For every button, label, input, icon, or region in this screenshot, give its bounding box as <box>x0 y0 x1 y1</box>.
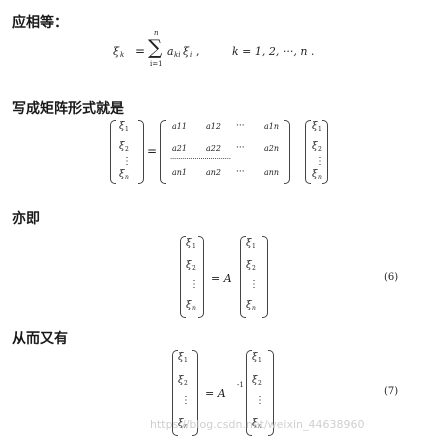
eq7-l-xi2-sub: 2 <box>184 380 188 387</box>
heading-yiji: 亦即 <box>12 211 40 227</box>
matrix-a11: a11 <box>172 122 187 131</box>
eq7-r-xin: ξ <box>252 418 258 429</box>
eq7-right-vector-lb <box>246 350 252 436</box>
matrix-r2-cdots: ··· <box>236 143 245 153</box>
eq6-l-xi1: ξ <box>186 238 192 249</box>
eq7-l-xi2: ξ <box>178 375 184 386</box>
eq7-r-xi2-sub: 2 <box>258 380 262 387</box>
vec2-xi2: ξ <box>312 141 318 152</box>
eq6-l-vdots: ⋮ <box>189 279 199 290</box>
sum-lower: i=1 <box>150 60 163 68</box>
eq6-r-xi1-sub: 1 <box>252 243 256 250</box>
eq6-l-xin: ξ <box>186 300 192 311</box>
eq6-right-vector-lb <box>240 236 246 318</box>
vec-xin: ξ <box>119 169 125 180</box>
eq7-right-vector-rb <box>268 350 274 436</box>
sum-sign: ∑ <box>148 35 163 59</box>
vec2-xi1: ξ <box>312 121 318 132</box>
eq7-op-sup: -1 <box>237 381 244 389</box>
formula1-condition: k = 1, 2, ···, n . <box>232 45 315 58</box>
matrix-dot-row: ······························ <box>170 155 231 163</box>
eq6-r-xin-sub: n <box>252 305 256 312</box>
matrix-ann: ann <box>264 168 280 177</box>
matrix-right-bracket <box>284 120 290 184</box>
eq6-l-xi2: ξ <box>186 260 192 271</box>
eq7-left-vector-rb <box>192 350 198 436</box>
eq7-l-xin: ξ <box>178 418 184 429</box>
matrix-a21: a21 <box>172 144 187 153</box>
vec-xi1: ξ <box>119 121 125 132</box>
eq6-r-vdots: ⋮ <box>249 279 259 290</box>
eq7-l-vdots: ⋮ <box>181 395 191 406</box>
eq6-r-xin: ξ <box>246 300 252 311</box>
matrix-a12: a12 <box>206 122 221 131</box>
vec-xin-sub: n <box>125 174 129 181</box>
vec-xi2-sub: 2 <box>125 146 129 153</box>
vec2-vdots: ⋮ <box>315 156 325 167</box>
eq6-r-xi1: ξ <box>246 238 252 249</box>
eq6-r-xi2-sub: 2 <box>252 265 256 272</box>
formula1-term2: ξ <box>183 45 190 58</box>
eq7-l-xin-sub: n <box>184 423 188 430</box>
eq7-r-vdots: ⋮ <box>255 395 265 406</box>
vec2-xi2-sub: 2 <box>318 146 322 153</box>
watermark: https://blog.csdn.net/weixin_44638960 <box>150 418 365 431</box>
heading-congeryouyou: 从而又有 <box>12 331 68 347</box>
sum-upper: n <box>154 29 159 37</box>
eq7-left-vector-lb <box>172 350 178 436</box>
vec-xi1-sub: 1 <box>125 126 129 133</box>
eq6-l-xi1-sub: 1 <box>192 243 196 250</box>
vec-vdots: ⋮ <box>122 156 132 167</box>
formula1-term: a <box>167 45 174 58</box>
matrix-r1-cdots: ··· <box>236 121 245 131</box>
eq6-left-vector-rb <box>198 236 204 318</box>
heading-yingxiangdeng: 应相等： <box>12 15 68 31</box>
eq7-r-xin-sub: n <box>258 423 262 430</box>
matrix-a1n: a1n <box>264 122 280 131</box>
eq6-l-xin-sub: n <box>192 305 196 312</box>
matrix-an2: an2 <box>206 168 222 177</box>
formula1-term2-sub: i <box>190 51 193 59</box>
vector2-left-bracket <box>305 120 311 184</box>
vector-left-bracket <box>110 120 116 184</box>
eq7-r-xi2: ξ <box>252 375 258 386</box>
formula1-term-sub: ki <box>174 51 181 59</box>
matrix-a2n: a2n <box>264 144 280 153</box>
eq6-number: (6) <box>384 272 399 283</box>
eq6-left-vector-lb <box>180 236 186 318</box>
eq6-op: = A <box>211 272 232 285</box>
vec-xi2: ξ <box>119 141 125 152</box>
matrix-an1: an1 <box>172 168 188 177</box>
eq7-r-xi1-sub: 1 <box>258 357 262 364</box>
matrix-rn-cdots: ··· <box>236 167 245 177</box>
matrix-left-bracket <box>160 120 166 184</box>
vec2-xi1-sub: 1 <box>318 126 322 133</box>
matrix-a22: a22 <box>206 144 221 153</box>
eq6-l-xi2-sub: 2 <box>192 265 196 272</box>
eq7-l-xi1: ξ <box>178 352 184 363</box>
formula1-eq: = <box>135 44 146 58</box>
vector-right-bracket <box>138 120 144 184</box>
eq7-op: = A <box>205 387 226 400</box>
vec2-xin-sub: n <box>318 174 322 181</box>
eq7-l-xi1-sub: 1 <box>184 357 188 364</box>
eq7-r-xi1: ξ <box>252 352 258 363</box>
matrix-eq-sign: = <box>147 144 158 158</box>
vec2-xin: ξ <box>312 169 318 180</box>
formula1-comma: , <box>196 45 200 58</box>
eq6-r-xi2: ξ <box>246 260 252 271</box>
formula1-lhs: ξ <box>113 45 120 58</box>
heading-matrix-form: 写成矩阵形式就是 <box>12 101 124 117</box>
eq7-number: (7) <box>384 386 399 397</box>
eq6-right-vector-rb <box>262 236 268 318</box>
formula1-lhs-sub: k <box>120 51 125 59</box>
vector2-right-bracket <box>322 120 328 184</box>
